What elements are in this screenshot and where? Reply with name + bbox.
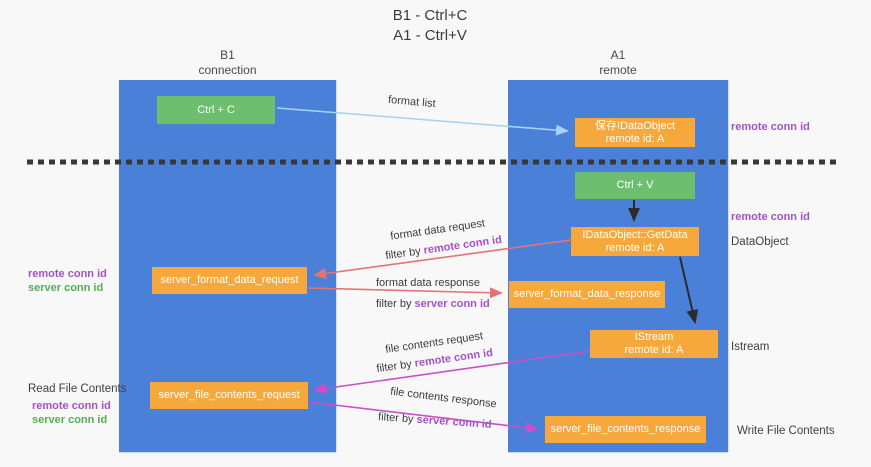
istream-line2: remote id: A: [624, 344, 684, 356]
node-server-format-data-request: server_format_data_request: [152, 267, 307, 294]
ctrl-v-label: Ctrl + V: [616, 179, 654, 191]
getdata-line1: IDataObject::GetData: [582, 228, 688, 241]
server-file-contents-request-label: server_file_contents_request: [158, 389, 300, 401]
label-remote-conn-id-top-right: remote conn id: [731, 121, 810, 133]
edge-label-format-list: format list: [387, 93, 437, 111]
node-ctrl-c: Ctrl + C: [157, 96, 275, 124]
getdata-line2: remote id: A: [605, 241, 665, 254]
server-conn-id-highlight-2: server conn id: [416, 413, 493, 431]
ctrl-c-label: Ctrl + C: [197, 103, 235, 116]
label-server-conn-id-left-top: server conn id: [28, 282, 104, 294]
edge-label-format-data-response: format data response: [376, 277, 480, 289]
server-format-data-request-label: server_format_data_request: [160, 274, 299, 286]
label-read-file-contents: Read File Contents: [28, 383, 127, 395]
title-line-2: A1 - Ctrl+V: [393, 27, 467, 44]
title-line-1: B1 - Ctrl+C: [392, 7, 468, 24]
save-idataobject-line1: 保存IDataObject: [594, 119, 676, 132]
node-server-file-contents-response: server_file_contents_response: [545, 416, 706, 443]
label-write-file-contents: Write File Contents: [737, 425, 835, 437]
diagram-title: B1 - Ctrl+C A1 - Ctrl+V: [280, 6, 580, 46]
label-server-conn-id-left-bottom: server conn id: [32, 414, 108, 426]
remote-conn-id-highlight-2: remote conn id: [413, 346, 494, 370]
label-remote-conn-id-left-bottom: remote conn id: [32, 400, 111, 412]
label-remote-conn-id-mid-right: remote conn id: [731, 211, 810, 223]
node-server-file-contents-request: server_file_contents_request: [150, 382, 308, 409]
edge-label-filter-server-1: filter by server conn id: [376, 298, 490, 310]
server-file-contents-response-label: server_file_contents_response: [550, 423, 701, 435]
edge-label-file-contents-response: file contents response: [389, 385, 498, 411]
node-server-format-data-response: server_format_data_response: [509, 281, 665, 308]
right-column-header: A1 remote: [508, 48, 728, 78]
server-format-data-response-label: server_format_data_response: [513, 288, 661, 300]
right-column-role: remote: [599, 63, 637, 77]
node-istream: IStream remote id: A: [590, 330, 718, 358]
left-column-name: B1: [220, 48, 235, 62]
left-column-role: connection: [198, 63, 257, 77]
server-conn-id-highlight: server conn id: [414, 298, 490, 310]
node-save-idataobject: 保存IDataObject remote id: A: [575, 118, 695, 147]
node-idataobject-getdata: IDataObject::GetData remote id: A: [571, 227, 699, 256]
remote-conn-id-highlight: remote conn id: [422, 233, 503, 257]
save-idataobject-line2: remote id: A: [605, 132, 665, 145]
node-ctrl-v: Ctrl + V: [575, 172, 695, 199]
edge-label-filter-server-2: filter by server conn id: [377, 411, 493, 431]
label-remote-conn-id-left-top: remote conn id: [28, 268, 107, 280]
label-istream: Istream: [731, 341, 770, 353]
right-column-name: A1: [610, 48, 626, 62]
istream-line1: IStream: [634, 331, 674, 343]
left-column-header: B1 connection: [119, 48, 336, 78]
label-dataobject: DataObject: [731, 236, 789, 248]
